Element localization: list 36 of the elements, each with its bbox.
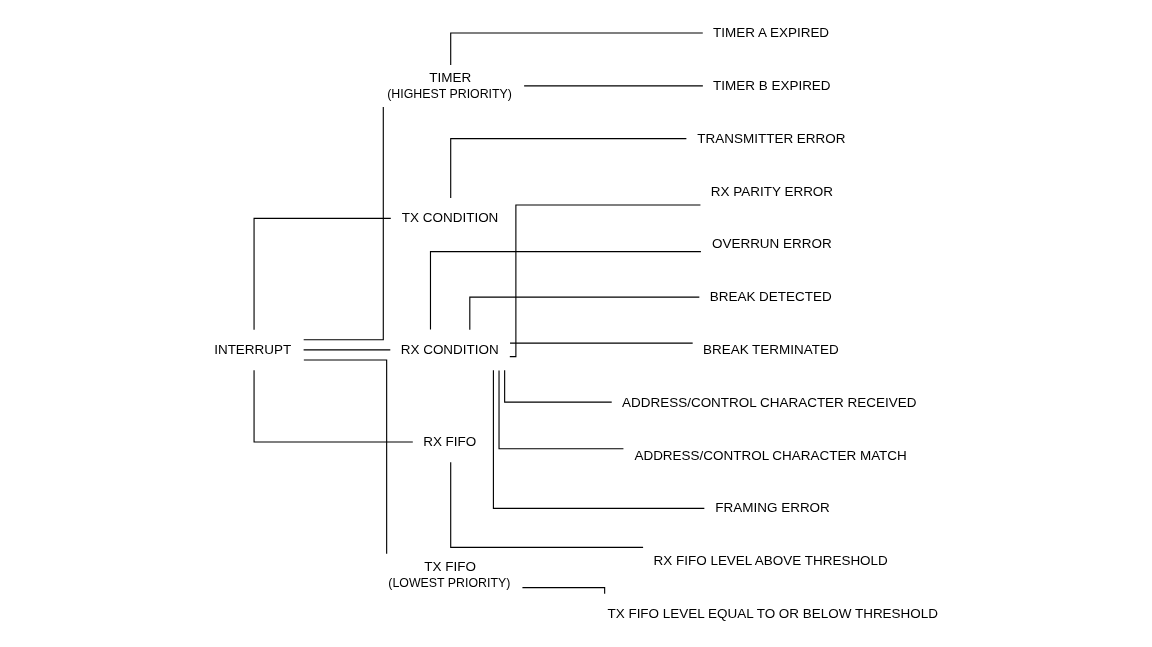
connector [509,342,694,344]
node-text: FRAMING ERROR [715,500,830,516]
connector [469,296,700,331]
node-text: BREAK DETECTED [709,289,832,305]
connector [303,106,384,341]
node-text: RX PARITY ERROR [710,183,834,199]
node-text: TRANSMITTER ERROR [697,130,846,146]
connector [303,359,388,555]
connector [450,461,644,548]
node-text: TX FIFO LEVEL EQUAL TO OR BELOW THRESHOLD [607,606,939,622]
node-text: TX FIFO [424,558,476,574]
node-label: (LOWEST PRIORITY) [388,575,511,590]
node-text: OVERRUN ERROR [711,236,832,252]
node-text: RX CONDITION [400,341,499,357]
connector [303,349,391,351]
node-text: TX CONDITION [401,210,499,226]
connector [492,369,705,509]
node-text: ADDRESS/CONTROL CHARACTER MATCH [634,447,907,463]
node-text: RX FIFO LEVEL ABOVE THRESHOLD [653,553,888,569]
node-label: (HIGHEST PRIORITY) [387,86,512,101]
node-text: TIMER [429,70,472,86]
node-text: INTERRUPT [214,341,292,357]
node-text: TIMER B EXPIRED [713,77,831,93]
node-text: ADDRESS/CONTROL CHARACTER RECEIVED [622,394,917,410]
connector [509,204,701,358]
connector [253,369,414,443]
connector [450,32,704,66]
node-text: RX FIFO [423,434,477,450]
connector [523,85,704,87]
connector [498,369,624,450]
connector [450,138,687,199]
connector [253,217,392,331]
connector [429,251,702,331]
node-text: BREAK TERMINATED [702,341,839,357]
connector [504,369,613,403]
node-text: TIMER A EXPIRED [713,25,830,41]
